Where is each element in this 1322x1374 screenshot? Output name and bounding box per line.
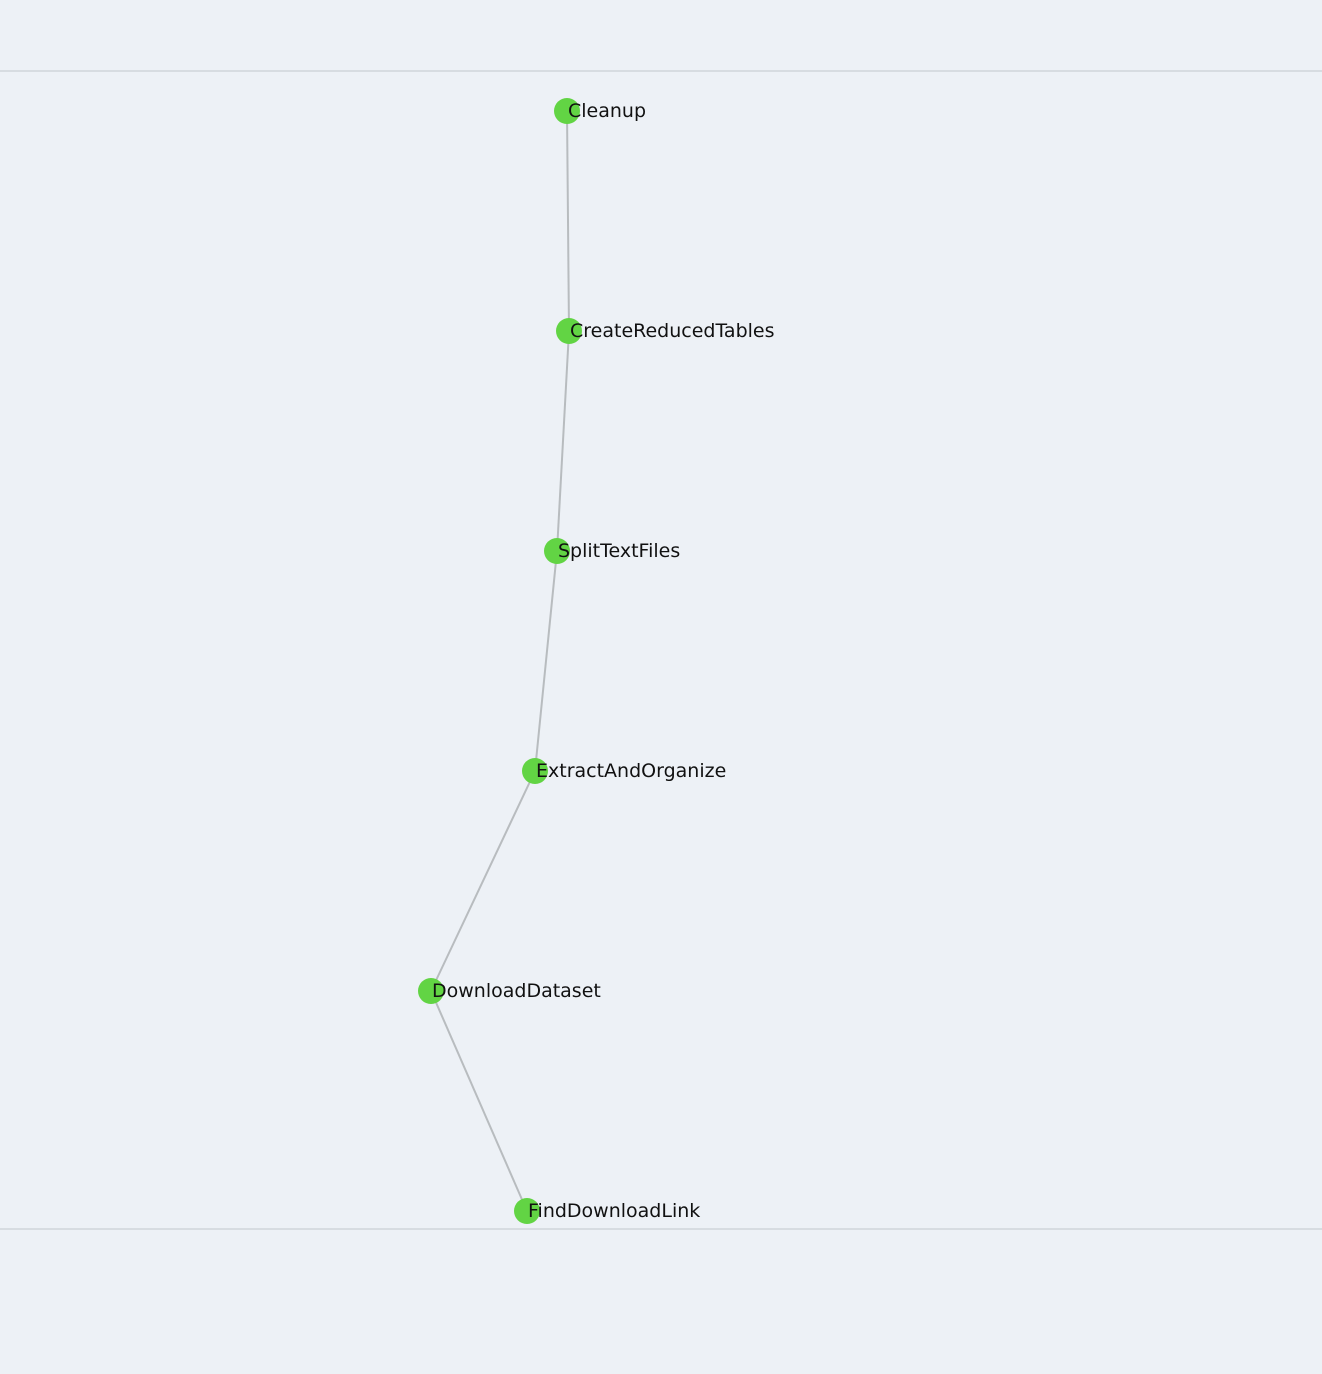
- edge-split-text-files-to-extract-and-organize: [534, 550, 558, 772]
- node-label-download-dataset: DownloadDataset: [432, 980, 601, 1002]
- node-label-cleanup: Cleanup: [568, 100, 646, 122]
- node-label-extract-and-organize: ExtractAndOrganize: [536, 760, 726, 782]
- top-divider: [0, 70, 1322, 72]
- bottom-divider: [0, 1228, 1322, 1230]
- edge-cleanup-to-create-reduced-tables: [566, 110, 570, 332]
- edge-create-reduced-tables-to-split-text-files: [556, 330, 570, 552]
- node-dot-create-reduced-tables[interactable]: [556, 318, 582, 344]
- node-label-split-text-files: SplitTextFiles: [558, 540, 680, 562]
- edge-extract-and-organize-to-download-dataset: [430, 770, 536, 992]
- nodes-layer: CleanupCreateReducedTablesSplitTextFiles…: [418, 98, 775, 1224]
- node-dot-find-download-link[interactable]: [514, 1198, 540, 1224]
- node-label-create-reduced-tables: CreateReducedTables: [570, 320, 775, 342]
- node-dot-extract-and-organize[interactable]: [522, 758, 548, 784]
- node-download-dataset[interactable]: DownloadDataset: [418, 978, 601, 1004]
- node-extract-and-organize[interactable]: ExtractAndOrganize: [522, 758, 726, 784]
- node-label-find-download-link: FindDownloadLink: [528, 1200, 700, 1222]
- node-dot-cleanup[interactable]: [554, 98, 580, 124]
- edges-layer: [430, 110, 570, 1212]
- edge-download-dataset-to-find-download-link: [430, 990, 528, 1212]
- node-find-download-link[interactable]: FindDownloadLink: [514, 1198, 700, 1224]
- node-cleanup[interactable]: Cleanup: [554, 98, 646, 124]
- node-create-reduced-tables[interactable]: CreateReducedTables: [556, 318, 775, 344]
- node-split-text-files[interactable]: SplitTextFiles: [544, 538, 680, 564]
- node-dot-split-text-files[interactable]: [544, 538, 570, 564]
- node-dot-download-dataset[interactable]: [418, 978, 444, 1004]
